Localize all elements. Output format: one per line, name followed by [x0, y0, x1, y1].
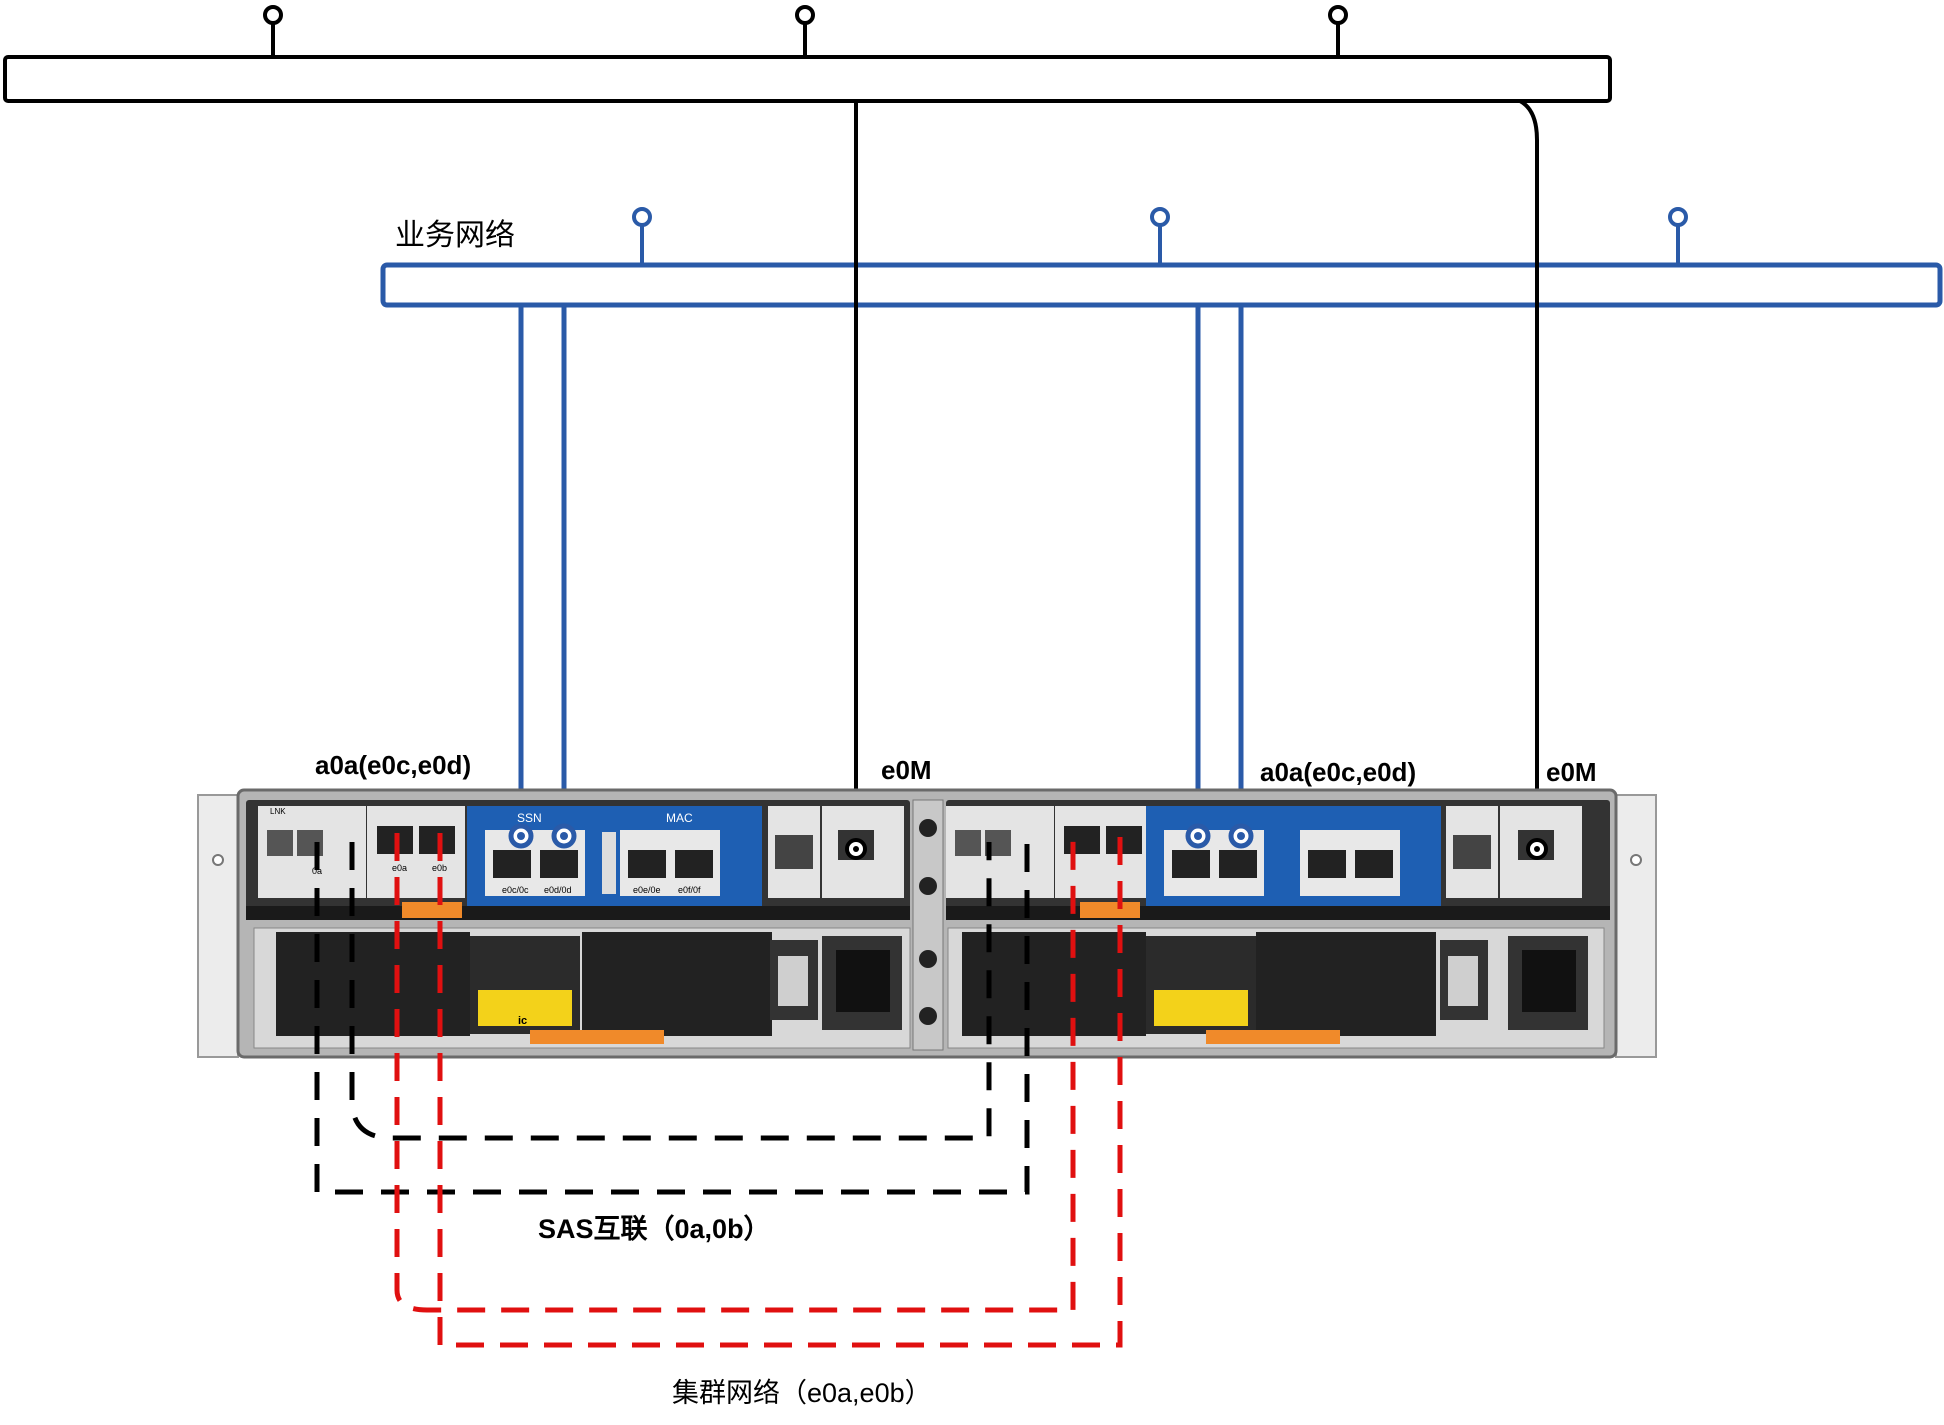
ctrl-a-lif-label: a0a(e0c,e0d)	[315, 750, 471, 780]
ctrl-b-lif-label: a0a(e0c,e0d)	[1260, 757, 1416, 787]
business-network-bar	[380, 262, 1943, 308]
rack-ear-left	[197, 794, 239, 1058]
psu-a: ic	[253, 927, 911, 1049]
business-network-taps	[632, 207, 1688, 265]
port-label-e0a: e0a	[392, 863, 407, 873]
cluster-cables	[394, 833, 1123, 1348]
controller-b	[946, 800, 1610, 920]
management-network-bar	[3, 55, 1612, 103]
management-network	[3, 5, 1612, 103]
port-label-e0e: e0e/0e	[633, 885, 661, 895]
ctrl-a-mgmt-label: e0M	[881, 755, 932, 785]
management-network-taps	[263, 5, 1348, 57]
mgmt-cables	[854, 99, 1539, 849]
business-cables	[518, 305, 1244, 836]
mac-label: MAC	[666, 811, 693, 825]
psu-ic-label: ic	[518, 1015, 527, 1027]
controller-a: SSN MAC e0c/0c e0d/0d e0e/0e e0f/0f LNK …	[246, 800, 910, 920]
sas-cables	[314, 842, 1030, 1195]
cluster-network-label: 集群网络（e0a,e0b）	[672, 1378, 932, 1408]
port-label-e0b: e0b	[432, 863, 447, 873]
business-network: 业务网络	[380, 207, 1943, 308]
sas-interconnect-label: SAS互联（0a,0b）	[538, 1214, 771, 1244]
psu-b	[947, 927, 1605, 1049]
rack-ear-right	[1615, 794, 1657, 1058]
lnk-label: LNK	[270, 807, 286, 816]
ctrl-b-mgmt-label: e0M	[1546, 757, 1597, 787]
storage-chassis: A B 1 2 SSN MAC e0c/0c e0d/0d e0e/0e e0f…	[197, 788, 1657, 1059]
port-label-e0f: e0f/0f	[678, 885, 701, 895]
business-network-label: 业务网络	[395, 219, 515, 252]
ssn-label: SSN	[517, 811, 542, 825]
port-label-e0c: e0c/0c	[502, 885, 529, 895]
mgmt-cable-ctrl-b	[1518, 99, 1539, 849]
port-label-e0d: e0d/0d	[544, 885, 572, 895]
port-label-0a: 0a	[312, 866, 322, 876]
